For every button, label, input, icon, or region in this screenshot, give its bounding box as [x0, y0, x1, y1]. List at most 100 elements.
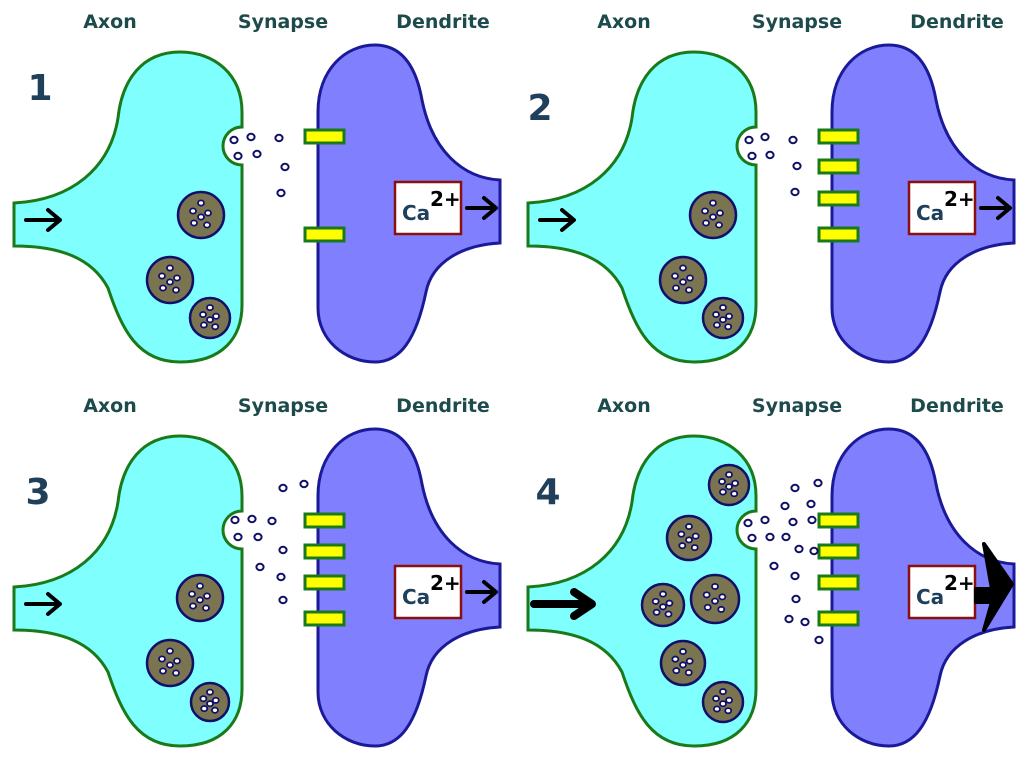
receptor	[817, 543, 860, 560]
vesicle	[689, 573, 741, 625]
neurotransmitter	[190, 219, 198, 227]
neurotransmitter	[211, 696, 220, 704]
receptor	[303, 574, 346, 591]
calcium-label: Ca	[916, 201, 944, 225]
neurotransmitter	[685, 657, 694, 665]
neurotransmitter	[685, 523, 693, 531]
neurotransmitter	[713, 321, 721, 329]
neurotransmitter	[719, 688, 727, 696]
vesicle	[176, 190, 226, 240]
neurotransmitter	[790, 483, 800, 493]
neurotransmitter	[678, 542, 687, 550]
calcium-label: Ca	[402, 585, 430, 609]
signal-arrow-icon	[24, 592, 62, 616]
neurotransmitter	[814, 635, 824, 645]
neurotransmitter	[679, 661, 687, 669]
neurotransmitter	[713, 705, 721, 713]
calcium-charge: 2+	[430, 571, 461, 595]
neurotransmitter	[189, 602, 197, 610]
receptor	[303, 512, 346, 529]
dendrite-label: Dendrite	[396, 395, 490, 417]
neurotransmitter	[780, 501, 790, 511]
vesicle	[188, 296, 232, 340]
neurotransmitter	[159, 667, 167, 675]
neurotransmitter	[203, 592, 211, 600]
panel-number: 1	[27, 68, 52, 109]
receptor	[817, 610, 860, 627]
neurotransmitter	[725, 471, 733, 479]
neurotransmitter	[792, 161, 802, 171]
receptor	[817, 158, 860, 175]
neurotransmitter	[788, 517, 798, 527]
neurotransmitter	[197, 199, 205, 207]
neurotransmitter	[747, 151, 757, 161]
neurotransmitter	[206, 688, 214, 696]
neurotransmitter	[765, 150, 775, 160]
vesicle	[701, 296, 745, 340]
axon-label: Axon	[597, 11, 651, 33]
neurotransmitter	[188, 590, 196, 598]
calcium-charge: 2+	[944, 571, 975, 595]
calcium-arrow-icon	[974, 542, 1014, 632]
neurotransmitter	[716, 209, 724, 217]
dendrite-label: Dendrite	[396, 11, 490, 33]
neurotransmitter	[233, 532, 243, 542]
neurotransmitter	[686, 274, 694, 282]
neurotransmitter	[684, 669, 693, 677]
neurotransmitter	[199, 695, 208, 703]
receptor	[303, 226, 346, 243]
receptor	[817, 226, 860, 243]
neurotransmitter	[791, 594, 801, 604]
neurotransmitter	[813, 478, 823, 488]
neurotransmitter	[677, 530, 686, 538]
synapse-label: Synapse	[238, 395, 328, 417]
neurotransmitter	[166, 264, 174, 272]
calcium-arrow-icon	[465, 580, 498, 604]
neurotransmitter	[652, 608, 661, 616]
neurotransmitter	[204, 209, 212, 217]
neurotransmitter	[760, 515, 770, 525]
calcium-label: Ca	[402, 201, 430, 225]
neurotransmitter	[712, 695, 720, 703]
receptor	[817, 190, 860, 207]
neurotransmitter	[679, 278, 687, 286]
neurotransmitter	[709, 199, 717, 207]
neurotransmitter	[685, 286, 693, 294]
neurotransmitter	[280, 162, 290, 172]
neurotransmitter	[724, 707, 733, 715]
neurotransmitter	[158, 655, 166, 663]
vesicle	[658, 255, 708, 305]
calcium-arrow-icon	[465, 196, 498, 220]
receptor	[817, 128, 860, 145]
neurotransmitter	[800, 617, 810, 627]
neurotransmitter	[806, 499, 816, 509]
neurotransmitter	[659, 603, 667, 611]
calcium-label: Ca	[916, 585, 944, 609]
neurotransmitter	[702, 591, 711, 599]
synapse-label: Synapse	[238, 11, 328, 33]
dendrite-label: Dendrite	[910, 11, 1004, 33]
neurotransmitter	[790, 187, 800, 197]
neurotransmitter	[702, 219, 710, 227]
neurotransmitter	[671, 272, 679, 280]
calcium-charge: 2+	[944, 187, 975, 211]
neurotransmitter	[230, 515, 240, 525]
neurotransmitter	[715, 221, 723, 229]
neurotransmitter	[199, 311, 207, 319]
neurotransmitter	[206, 700, 214, 708]
neurotransmitter	[158, 272, 166, 280]
neurotransmitter	[200, 705, 209, 713]
neurotransmitter	[202, 604, 210, 612]
neurotransmitter	[691, 532, 700, 540]
neurotransmitter	[747, 533, 757, 543]
neurotransmitter	[724, 323, 733, 331]
neurotransmitter	[196, 596, 204, 604]
neurotransmitter	[703, 603, 712, 611]
vesicle	[665, 514, 713, 562]
neurotransmitter	[685, 536, 693, 544]
neurotransmitter	[790, 571, 800, 581]
